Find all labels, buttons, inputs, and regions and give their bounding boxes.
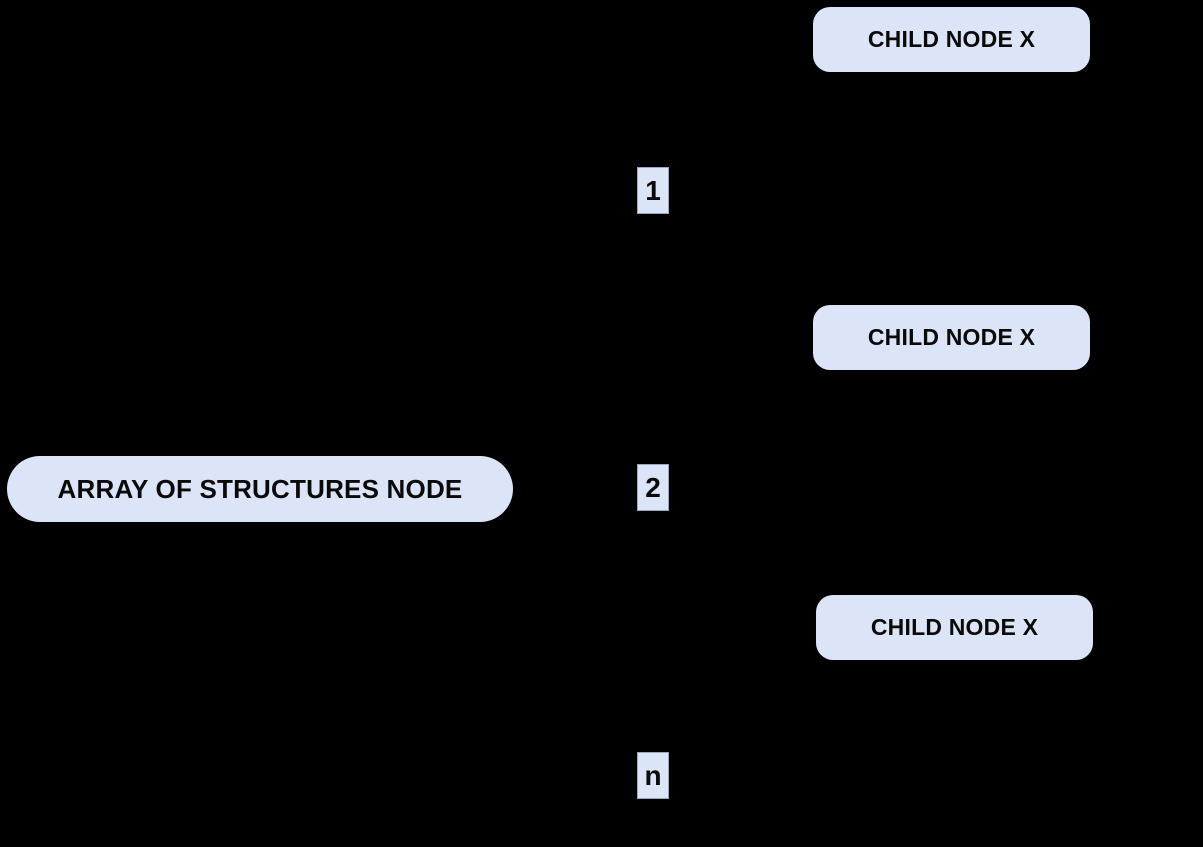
edge-label-1-text: 1 xyxy=(645,174,661,206)
edge-label-n-text: n xyxy=(644,759,662,791)
node-child-n-label: CHILD NODE X xyxy=(870,614,1039,640)
edge-label-2-text: 2 xyxy=(645,471,661,503)
node-array-of-structures-label: ARRAY OF STRUCTURES NODE xyxy=(57,474,463,504)
node-array-of-structures[interactable]: ARRAY OF STRUCTURES NODE xyxy=(7,456,513,522)
edge-parent-to-child-n xyxy=(513,488,653,777)
edge-label-n-to-child-n xyxy=(669,627,816,777)
edge-label-2-to-child-2 xyxy=(669,337,813,489)
edge-parent-to-child-1 xyxy=(513,189,653,490)
edge-label-1: 1 xyxy=(637,167,669,214)
node-child-1[interactable]: CHILD NODE X xyxy=(813,7,1090,72)
node-child-2-label: CHILD NODE X xyxy=(867,324,1036,350)
edge-label-1-to-child-1 xyxy=(669,39,813,191)
node-child-2[interactable]: CHILD NODE X xyxy=(813,305,1090,370)
edge-parent-to-child-2 xyxy=(513,487,653,490)
node-child-1-label: CHILD NODE X xyxy=(867,26,1036,52)
edge-label-n: n xyxy=(637,752,669,799)
node-child-n[interactable]: CHILD NODE X xyxy=(816,595,1093,660)
edge-label-2: 2 xyxy=(637,464,669,511)
